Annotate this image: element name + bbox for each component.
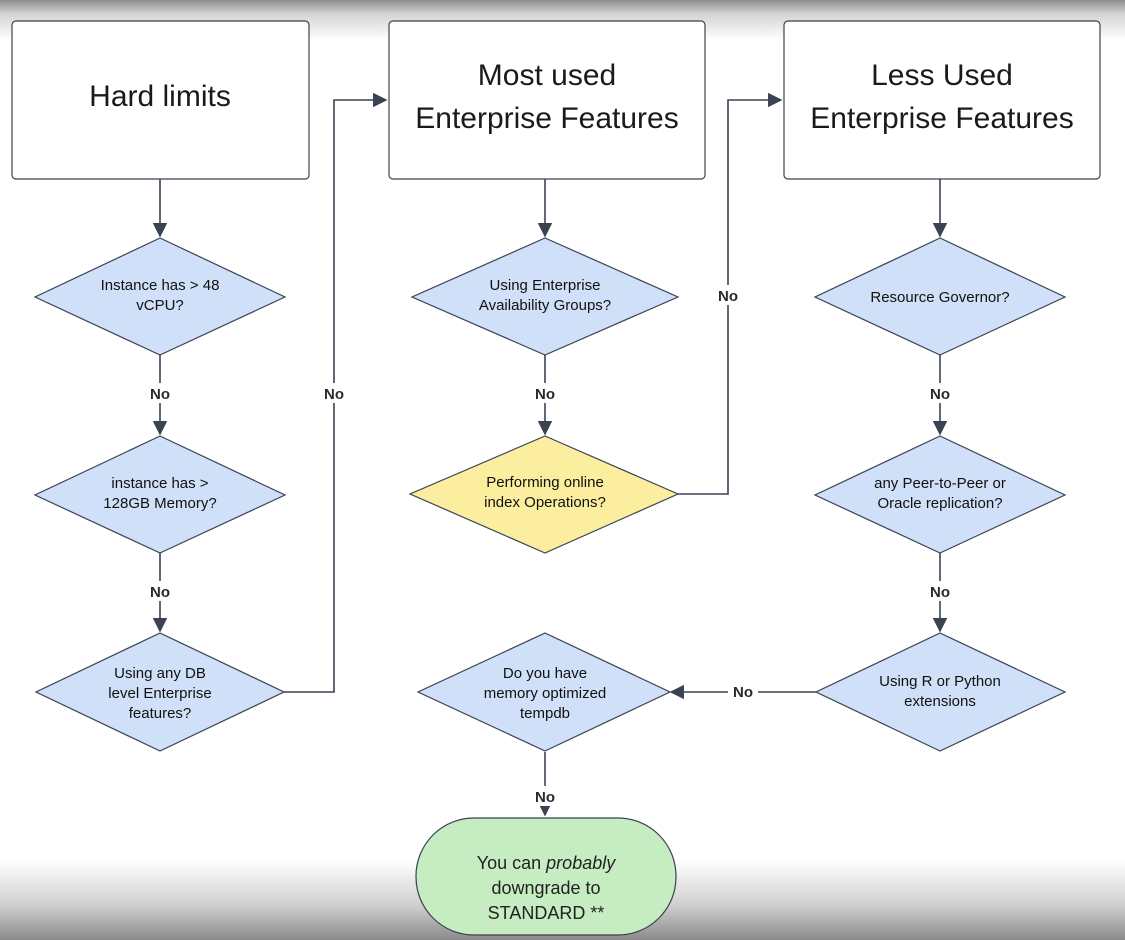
terminal-downgrade: You can probably downgrade to STANDARD *… xyxy=(415,817,677,936)
svg-text:No: No xyxy=(535,789,555,806)
decision-online-index: Performing online index Operations? xyxy=(408,435,680,554)
edge-label-d3-most: No xyxy=(319,383,349,403)
edge-label-d9-end: No xyxy=(530,786,560,806)
svg-text:Using Enterprise: Using Enterprise xyxy=(490,277,601,294)
svg-text:Do you have: Do you have xyxy=(503,665,587,682)
terminal-line3: STANDARD ** xyxy=(488,903,605,923)
svg-text:No: No xyxy=(930,386,950,403)
decision-resource-governor: Resource Governor? xyxy=(813,237,1067,356)
edge-label-d5-less: No xyxy=(713,285,743,305)
decision-vcpu: Instance has > 48 vCPU? xyxy=(33,237,287,356)
svg-text:memory optimized: memory optimized xyxy=(484,685,607,702)
edge-label-d7-d8: No xyxy=(925,581,955,601)
svg-text:Oracle replication?: Oracle replication? xyxy=(877,495,1002,512)
svg-text:No: No xyxy=(535,386,555,403)
svg-text:Instance has > 48: Instance has > 48 xyxy=(101,277,220,294)
most-used-box: Most used Enterprise Features xyxy=(388,20,706,180)
decision-r-python: Using R or Python extensions xyxy=(814,632,1067,752)
hard-limits-title: Hard limits xyxy=(89,80,231,113)
hard-limits-box: Hard limits xyxy=(11,20,310,180)
svg-text:any Peer-to-Peer or: any Peer-to-Peer or xyxy=(874,475,1006,492)
svg-text:features?: features? xyxy=(129,705,192,722)
svg-text:No: No xyxy=(930,584,950,601)
most-used-title-line1: Most used xyxy=(478,59,616,92)
svg-text:No: No xyxy=(150,584,170,601)
svg-text:128GB Memory?: 128GB Memory? xyxy=(103,495,216,512)
svg-text:extensions: extensions xyxy=(904,693,976,710)
decision-db-level-features: Using any DB level Enterprise features? xyxy=(34,632,286,752)
svg-text:instance has >: instance has > xyxy=(111,475,208,492)
edge-label-d6-d7: No xyxy=(925,383,955,403)
decision-availability-groups: Using Enterprise Availability Groups? xyxy=(410,237,680,356)
svg-text:Resource Governor?: Resource Governor? xyxy=(870,289,1009,306)
decision-memory: instance has > 128GB Memory? xyxy=(33,435,287,554)
less-used-title-line2: Enterprise Features xyxy=(810,102,1073,135)
svg-text:Using any DB: Using any DB xyxy=(114,665,206,682)
most-used-title-line2: Enterprise Features xyxy=(415,102,678,135)
terminal-line2: downgrade to xyxy=(491,878,600,898)
svg-text:Using R or Python: Using R or Python xyxy=(879,673,1001,690)
edge-label-d2-d3: No xyxy=(145,581,175,601)
terminal-line1-a: You can xyxy=(477,853,546,873)
svg-text:Performing online: Performing online xyxy=(486,474,604,491)
decision-replication: any Peer-to-Peer or Oracle replication? xyxy=(813,435,1067,554)
edge-label-d4-d5: No xyxy=(530,383,560,403)
svg-text:No: No xyxy=(718,288,738,305)
terminal-line1-b: probably xyxy=(545,853,616,873)
less-used-box: Less Used Enterprise Features xyxy=(783,20,1101,180)
svg-text:You can probably: You can probably xyxy=(477,853,616,873)
svg-text:level Enterprise: level Enterprise xyxy=(108,685,211,702)
decision-memory-optimized-tempdb: Do you have memory optimized tempdb xyxy=(416,632,672,752)
svg-text:vCPU?: vCPU? xyxy=(136,297,184,314)
edge-label-d8-d9: No xyxy=(728,682,758,702)
svg-text:index Operations?: index Operations? xyxy=(484,494,606,511)
less-used-title-line1: Less Used xyxy=(871,59,1013,92)
svg-text:Availability Groups?: Availability Groups? xyxy=(479,297,611,314)
svg-text:No: No xyxy=(733,684,753,701)
svg-text:No: No xyxy=(324,386,344,403)
edge-label-d1-d2: No xyxy=(145,383,175,403)
svg-text:No: No xyxy=(150,386,170,403)
svg-text:tempdb: tempdb xyxy=(520,705,570,722)
